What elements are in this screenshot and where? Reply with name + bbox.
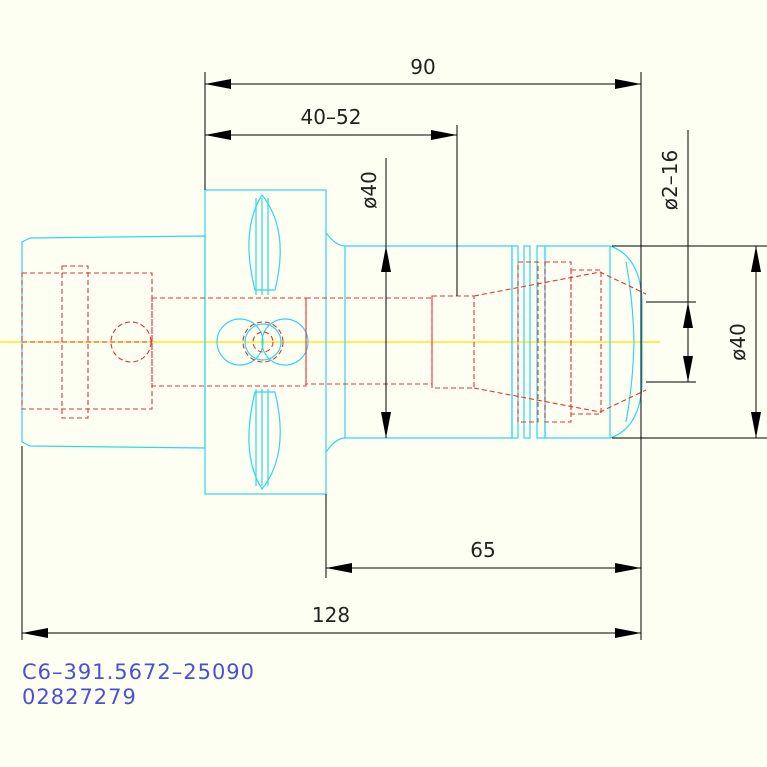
screw-boss — [244, 323, 282, 361]
dim-range-40-52: 40–52 — [301, 105, 362, 129]
groove-2 — [523, 245, 531, 439]
dim-clamp-range: ø2–16 — [658, 150, 682, 210]
dim-diameter-40-left: ø40 — [357, 171, 381, 209]
hidden-lines — [21, 261, 647, 423]
drive-key-top — [248, 193, 281, 291]
dim-length-65: 65 — [470, 538, 495, 562]
clamp-nut — [544, 245, 643, 439]
dim-length-90: 90 — [410, 55, 435, 79]
part-outline — [21, 189, 643, 495]
dim-overall-length-128: 128 — [312, 603, 350, 627]
dim-diameter-40-right: ø40 — [726, 323, 750, 361]
drawing-caption: C6–391.5672–25090 02827279 — [22, 660, 255, 710]
drive-key-bottom — [248, 391, 281, 491]
part-number: C6–391.5672–25090 — [22, 660, 256, 684]
dimensions: 90 40–52 ø40 ø2–16 ø40 65 128 — [21, 55, 767, 640]
flange — [204, 189, 327, 495]
item-code: 02827279 — [22, 685, 137, 709]
